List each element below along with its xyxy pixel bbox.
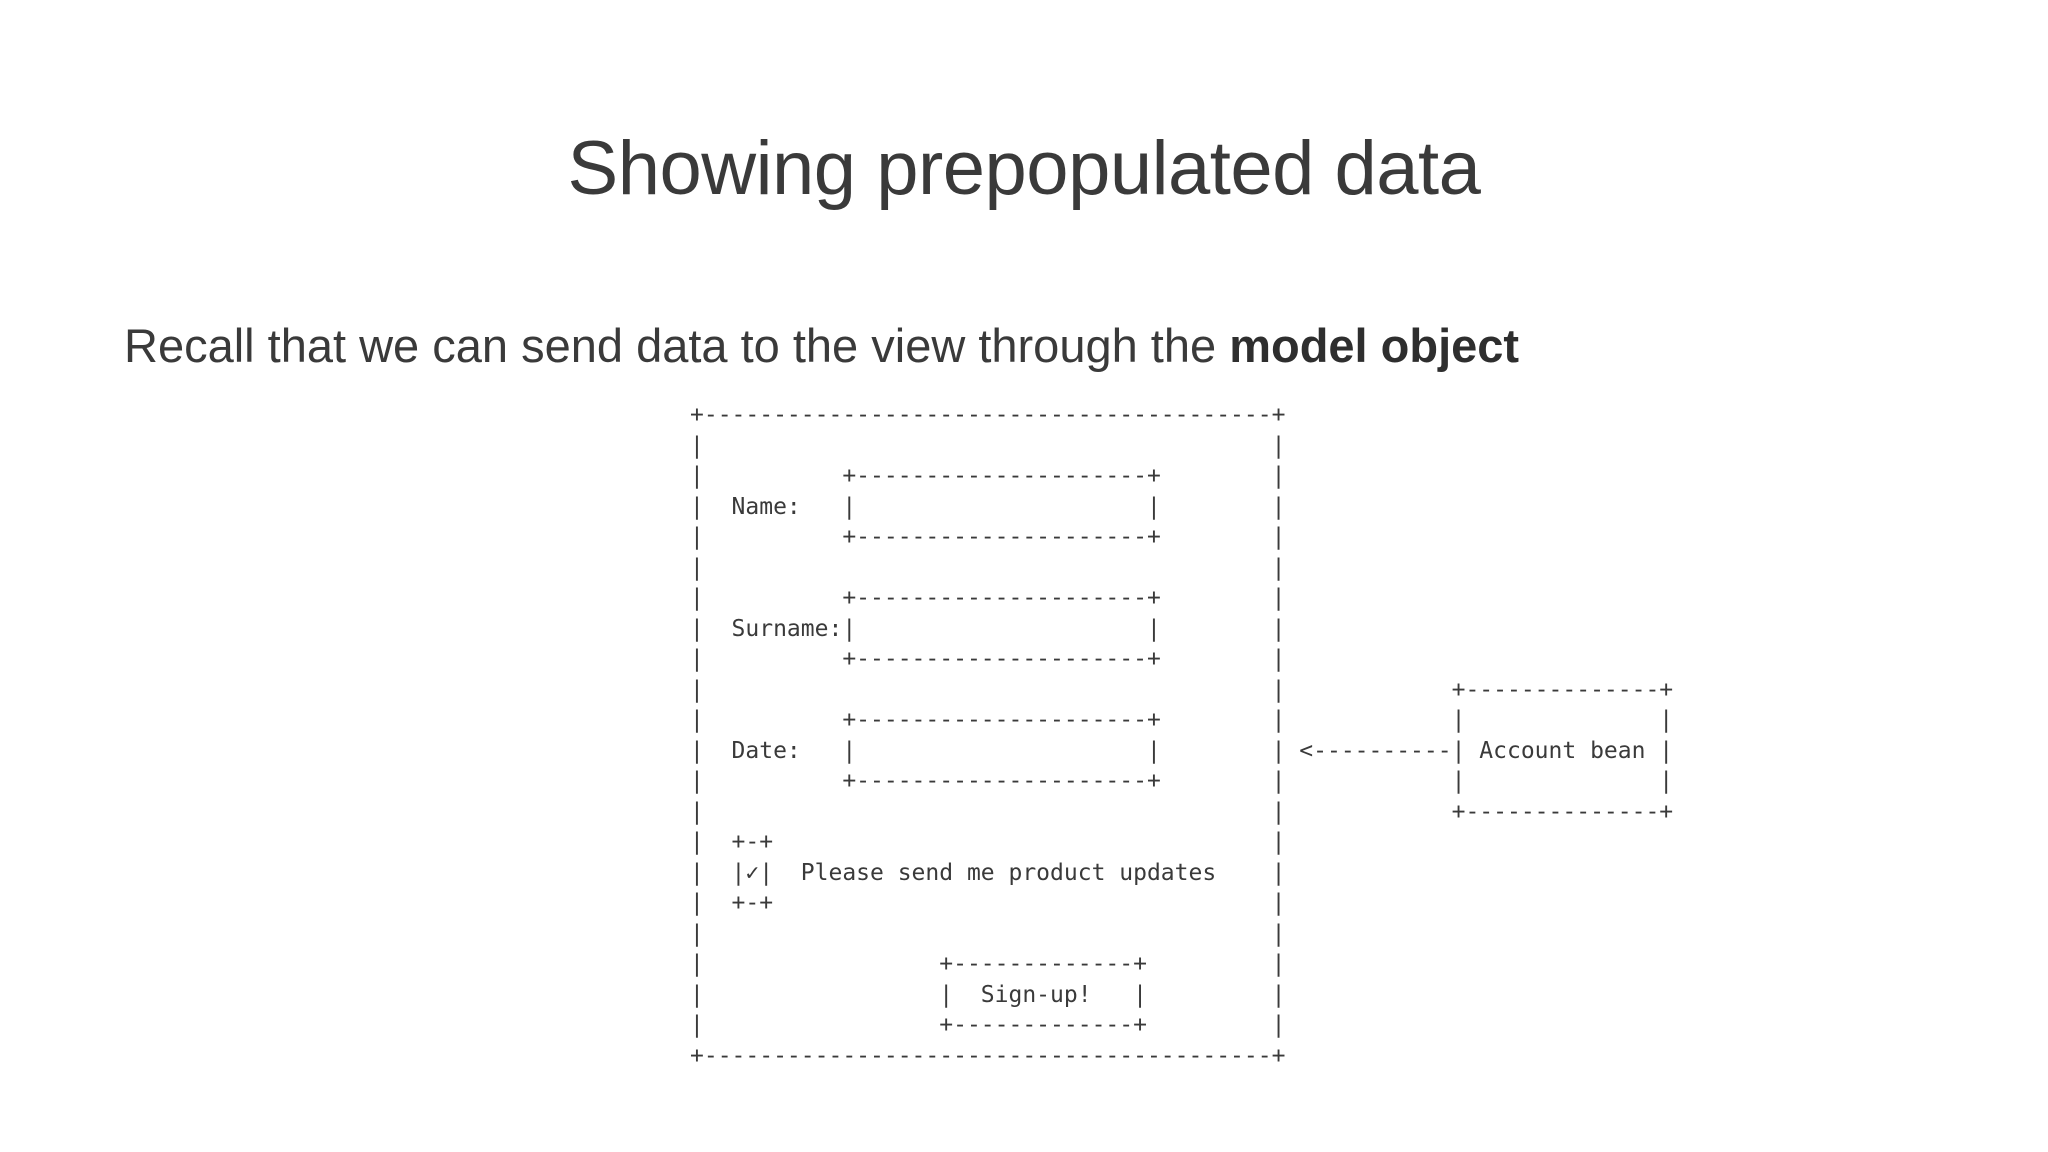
slide-subtitle: Recall that we can send data to the view…	[124, 319, 1519, 373]
subtitle-text: Recall that we can send data to the view…	[124, 319, 1230, 372]
subtitle-emphasis: model object	[1229, 319, 1520, 372]
signup-form-ascii-diagram: +---------------------------------------…	[690, 402, 1674, 1069]
page-title: Showing prepopulated data	[567, 125, 1481, 211]
